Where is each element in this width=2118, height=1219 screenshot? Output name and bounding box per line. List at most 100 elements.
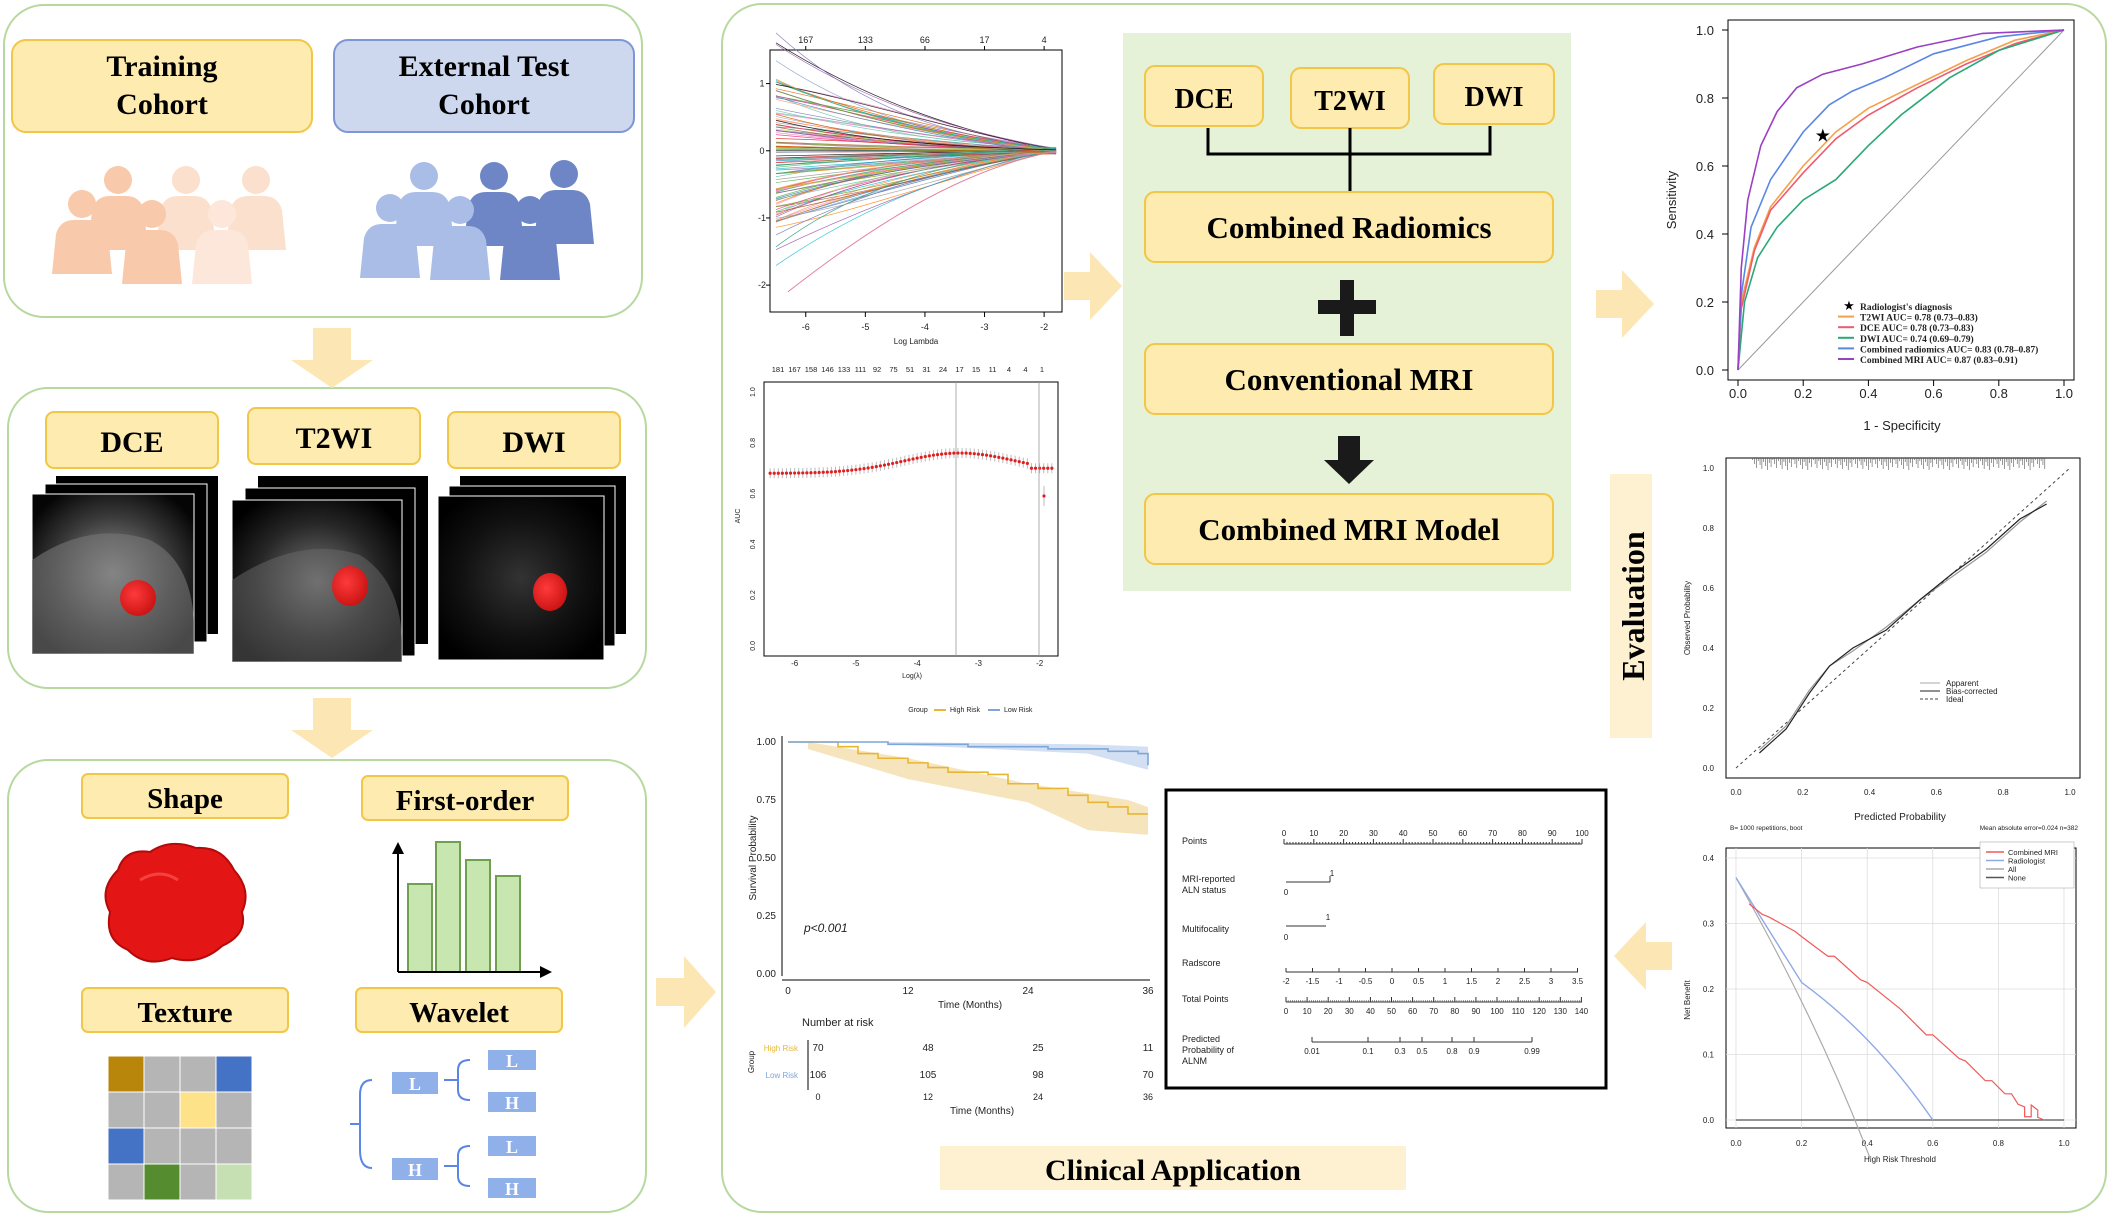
tick-label: 0.0 bbox=[750, 641, 757, 651]
tick-label: -5 bbox=[852, 659, 860, 668]
tick-label: 30 bbox=[1369, 829, 1378, 838]
cv-point bbox=[976, 452, 980, 456]
cv-point bbox=[891, 461, 895, 466]
legend-label: Radiologist's diagnosis bbox=[1860, 303, 1952, 313]
external-test-cohort-box bbox=[333, 39, 635, 133]
model-input-dwi-label: DWI bbox=[1464, 82, 1523, 113]
cv-point bbox=[813, 470, 817, 475]
wavelet-node-label: L bbox=[506, 1051, 518, 1071]
tick-label: 70 bbox=[1488, 829, 1497, 838]
tick-label: 130 bbox=[1554, 1007, 1568, 1016]
calibration-footnote-right: Mean absolute error=0.024 n=382 bbox=[1980, 825, 2079, 832]
model-input-dce-label: DCE bbox=[1174, 84, 1233, 115]
tick-label: 60 bbox=[1458, 829, 1467, 838]
tick-label: 100 bbox=[1575, 829, 1589, 838]
cv-point bbox=[833, 469, 838, 474]
x-axis-label: Log(λ) bbox=[902, 673, 922, 680]
coefficient-path bbox=[775, 96, 1057, 155]
tick-label: -1 bbox=[758, 213, 766, 223]
wavelet-node-label: H bbox=[408, 1160, 422, 1180]
tick-label: 1 bbox=[1326, 913, 1331, 922]
legend-label: Bias-corrected bbox=[1946, 687, 1998, 696]
tick-label: 146 bbox=[821, 365, 834, 374]
wavelet-node bbox=[392, 1158, 438, 1180]
cv-point bbox=[858, 467, 862, 471]
low-risk-curve bbox=[788, 741, 1149, 766]
tick-label: 1 bbox=[1330, 869, 1335, 878]
coefficient-path bbox=[775, 151, 1057, 200]
tick-label: 0.0 bbox=[1730, 1139, 1742, 1148]
down-arrow-black-icon bbox=[1324, 436, 1374, 484]
tick-label: 0.8 bbox=[1703, 524, 1715, 533]
tick-label: 36 bbox=[1142, 986, 1154, 997]
cv-point bbox=[923, 454, 927, 459]
tick-label: 40 bbox=[1399, 829, 1408, 838]
seq-dce-box bbox=[45, 411, 219, 469]
cv-point bbox=[850, 468, 854, 472]
legend-star-icon: ★ bbox=[1843, 298, 1855, 313]
tick-label: 1.0 bbox=[1696, 23, 1714, 38]
texture-cell bbox=[179, 1163, 217, 1201]
wavelet-node-label: L bbox=[506, 1137, 518, 1157]
texture-cell bbox=[215, 1091, 253, 1129]
cv-point bbox=[793, 471, 797, 475]
first-order-box bbox=[361, 775, 569, 821]
cv-point bbox=[1005, 457, 1009, 461]
cv-point bbox=[1046, 466, 1050, 470]
cv-point bbox=[772, 471, 776, 475]
coefficient-path bbox=[775, 150, 1057, 213]
tick-label: -2 bbox=[758, 280, 766, 290]
nomogram-row-label: Predicted bbox=[1182, 1034, 1220, 1044]
legend-label: DCE AUC= 0.78 (0.73–0.83) bbox=[1860, 323, 1974, 334]
person-head bbox=[138, 200, 166, 228]
cv-point bbox=[907, 458, 911, 462]
cv-point bbox=[997, 455, 1001, 459]
training-cohort-box bbox=[11, 39, 313, 133]
clinical-application-label: Clinical Application bbox=[1045, 1154, 1301, 1187]
tick-label: 1.0 bbox=[2064, 788, 2076, 797]
person-head bbox=[242, 166, 270, 194]
tick-label: 11 bbox=[989, 365, 997, 374]
tick-label: 12 bbox=[902, 986, 914, 997]
tick-label: 0 bbox=[785, 986, 791, 997]
tick-label: 30 bbox=[1345, 1007, 1354, 1016]
roc-curve bbox=[1737, 29, 2065, 371]
cv-point bbox=[940, 452, 944, 456]
risk-row-label-high: High Risk bbox=[764, 1044, 799, 1053]
tick-label: 0 bbox=[1282, 829, 1287, 838]
cv-point bbox=[952, 451, 956, 455]
tick-label: -0.5 bbox=[1359, 977, 1373, 986]
texture-cell bbox=[179, 1055, 217, 1093]
tick-label: 80 bbox=[1450, 1007, 1459, 1016]
tick-label: 0.2 bbox=[750, 590, 757, 600]
tick-label: 1 bbox=[1040, 365, 1044, 374]
cv-point bbox=[903, 459, 907, 463]
risk-count: 11 bbox=[1143, 1043, 1154, 1054]
coefficient-path bbox=[775, 145, 1057, 154]
tick-label: 0.2 bbox=[1703, 704, 1715, 713]
tick-label: 0.6 bbox=[1696, 159, 1714, 174]
cv-point bbox=[1038, 466, 1042, 470]
cv-point bbox=[825, 470, 829, 474]
person-head bbox=[208, 200, 236, 228]
tick-label: 0.4 bbox=[750, 539, 757, 549]
calibration-frame bbox=[1725, 457, 2081, 779]
wavelet-node-label: H bbox=[505, 1093, 519, 1113]
combined-mri-curve bbox=[1748, 903, 2045, 1121]
tick-label: 0.2 bbox=[1797, 788, 1809, 797]
tick-label: 24 bbox=[1033, 1092, 1043, 1102]
wavelet-node-label: L bbox=[409, 1074, 421, 1094]
dwi-roi bbox=[533, 573, 567, 611]
tick-label: 0.3 bbox=[1394, 1047, 1406, 1056]
roc-curve bbox=[1737, 29, 2065, 371]
risk-count: 105 bbox=[920, 1070, 937, 1081]
dce-image-stack bbox=[31, 476, 218, 655]
tick-label: 0.0 bbox=[1703, 764, 1715, 773]
cv-point bbox=[960, 451, 964, 455]
person-body bbox=[52, 220, 112, 274]
tick-label: 50 bbox=[1429, 829, 1438, 838]
cv-point bbox=[1050, 466, 1054, 470]
